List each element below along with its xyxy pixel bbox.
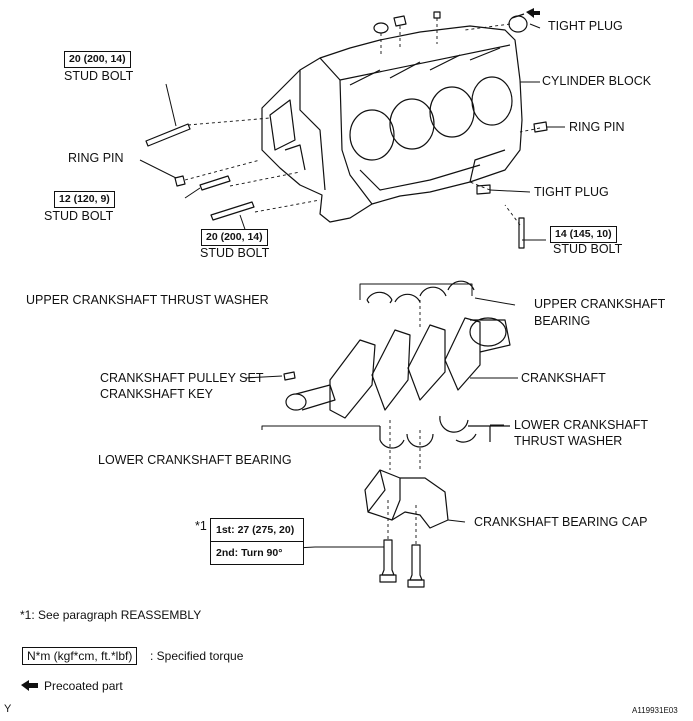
torque-badge-stud-bolt-4: 14 (145, 10) [550, 226, 617, 243]
stud-bolt-1 [145, 123, 191, 147]
label-upper-bearing-line1: UPPER CRANKSHAFT [534, 297, 666, 311]
label-tight-plug-right: TIGHT PLUG [534, 185, 609, 199]
ring-pin-right [533, 121, 548, 133]
torque-badge-stud-bolt-2: 12 (120, 9) [54, 191, 115, 208]
label-bearing-cap: CRANKSHAFT BEARING CAP [474, 515, 648, 529]
bearing-cap-drawing [364, 469, 449, 529]
cylinder-block-drawing [261, 25, 523, 223]
footnote: *1: See paragraph REASSEMBLY [20, 608, 202, 622]
ring-pin-left [174, 175, 186, 187]
precoat-marks [526, 8, 540, 18]
label-upper-thrust-washer: UPPER CRANKSHAFT THRUST WASHER [26, 293, 269, 307]
precoat-arrow-icon [21, 680, 38, 691]
crankshaft-drawing [285, 317, 511, 419]
label-stud-bolt-4: STUD BOLT [553, 242, 623, 256]
torque-badge-stud-bolt-3: 20 (200, 14) [201, 229, 268, 246]
label-ring-pin-left: RING PIN [68, 151, 124, 165]
torque-badge-bearing-cap: 1st: 27 (275, 20) 2nd: Turn 90° [210, 518, 304, 565]
label-crankshaft: CRANKSHAFT [521, 371, 606, 385]
label-stud-bolt-2: STUD BOLT [44, 209, 114, 223]
label-upper-bearing-line2: BEARING [534, 314, 591, 328]
legend-unit-desc: : Specified torque [150, 649, 244, 663]
torque-step-1: 1st: 27 (275, 20) [216, 524, 295, 536]
label-lower-thrust-line2: THRUST WASHER [514, 434, 623, 448]
label-stud-bolt-3: STUD BOLT [200, 246, 270, 260]
stud-bolt-2 [199, 175, 231, 191]
cap-bolts [379, 539, 425, 588]
label-pulley-set: CRANKSHAFT PULLEY SET [100, 371, 264, 385]
label-tight-plug-top: TIGHT PLUG [548, 19, 623, 33]
stud-bolt-4 [518, 217, 525, 249]
corner-y: Y [4, 703, 12, 715]
torque-badge-stud-bolt-1: 20 (200, 14) [64, 51, 131, 68]
label-ring-pin-right: RING PIN [569, 120, 625, 134]
label-crankshaft-key: CRANKSHAFT KEY [100, 387, 213, 401]
stud-bolt-3 [210, 201, 255, 221]
figure-id: A119931E03 [632, 706, 678, 715]
label-stud-bolt-1: STUD BOLT [64, 69, 134, 83]
label-cylinder-block: CYLINDER BLOCK [542, 74, 652, 88]
torque-step-2: 2nd: Turn 90° [211, 541, 303, 564]
label-lower-thrust-line1: LOWER CRANKSHAFT [514, 418, 649, 432]
label-lower-bearing: LOWER CRANKSHAFT BEARING [98, 453, 292, 467]
tight-plug-right [476, 184, 491, 195]
legend-precoated: Precoated part [44, 679, 123, 693]
crankshaft-key-drawing [283, 371, 296, 381]
label-star1: *1 [195, 519, 207, 533]
legend-unit-box: N*m (kgf*cm, ft.*lbf) [22, 647, 138, 665]
lower-bearings [379, 415, 477, 449]
